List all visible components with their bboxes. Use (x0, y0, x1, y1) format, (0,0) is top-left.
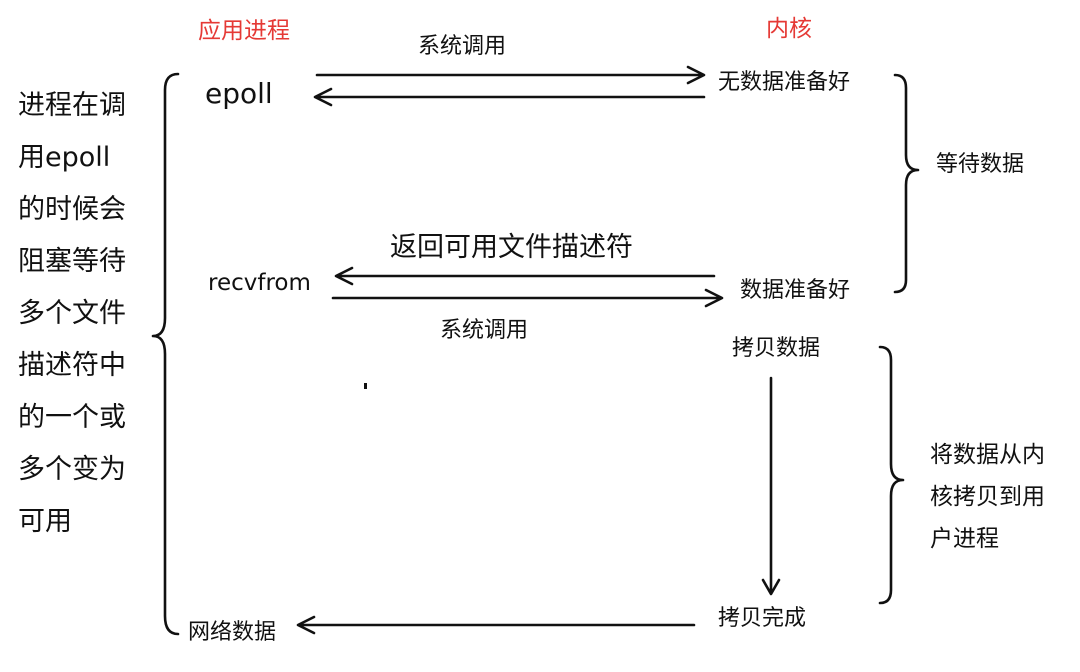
label-epoll: epoll (205, 77, 273, 110)
left-note: 进程在调 用epoll 的时候会 阻塞等待 多个文件 描述符中 的一个或 多个变… (18, 80, 158, 548)
arrow-copy-to-network (296, 615, 696, 635)
copy-note-line: 户进程 (930, 526, 999, 552)
header-kernel: 内核 (766, 16, 812, 42)
stray-dot (364, 383, 367, 389)
left-note-line: 用epoll (18, 142, 111, 173)
label-copy-kernel-to-user: 将数据从内 核拷贝到用 户进程 (930, 434, 1045, 560)
label-recvfrom: recvfrom (208, 270, 311, 296)
brace-copy-data (878, 345, 905, 605)
arrow-return-to-epoll (313, 87, 706, 107)
label-data-ready: 数据准备好 (740, 278, 851, 303)
label-wait-data: 等待数据 (936, 152, 1025, 177)
arrow-copy-down (761, 376, 781, 596)
header-app-process: 应用进程 (198, 18, 290, 44)
copy-note-line: 将数据从内 (930, 442, 1045, 468)
label-network-data: 网络数据 (188, 620, 277, 645)
arrow-return-fd (334, 266, 716, 286)
left-note-line: 多个变为 (18, 454, 126, 485)
arrow-syscall-to-kernel (315, 65, 706, 85)
left-brace (151, 72, 180, 636)
left-note-line: 进程在调 (18, 90, 126, 121)
left-note-line: 阻塞等待 (18, 246, 126, 277)
left-note-line: 描述符中 (18, 350, 126, 381)
left-note-line: 多个文件 (18, 298, 126, 329)
copy-note-line: 核拷贝到用 (930, 484, 1045, 510)
left-note-line: 可用 (18, 506, 72, 537)
label-copy-done: 拷贝完成 (718, 606, 807, 631)
brace-wait-data (893, 73, 920, 294)
left-note-line: 的一个或 (18, 402, 126, 433)
label-copy-data: 拷贝数据 (732, 336, 821, 361)
left-note-line: 的时候会 (18, 194, 126, 225)
arrow-recvfrom-syscall (331, 288, 724, 308)
label-no-data-ready: 无数据准备好 (718, 70, 851, 95)
label-return-fd: 返回可用文件描述符 (390, 232, 633, 263)
label-syscall-bottom: 系统调用 (440, 318, 529, 343)
label-syscall-top: 系统调用 (418, 34, 507, 59)
